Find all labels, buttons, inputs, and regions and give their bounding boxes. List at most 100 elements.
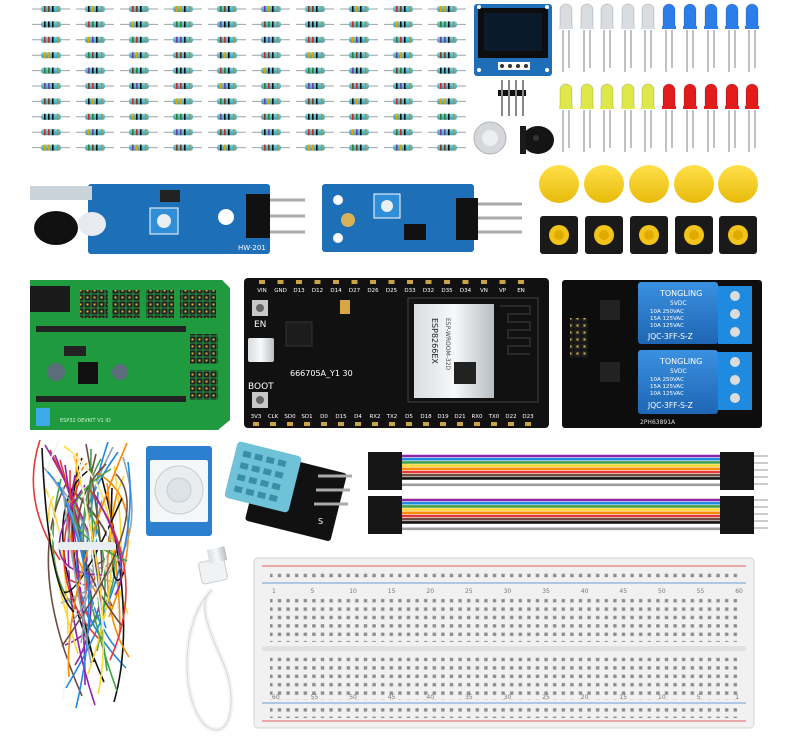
led [580,3,594,72]
esp32-pin-label: D14 [330,288,342,294]
led [745,83,759,152]
esp32-pin-label: D21 [454,414,465,420]
resistor [340,6,378,12]
jumper-wire [72,468,128,562]
resistor [208,144,246,151]
resistor [340,113,378,120]
breadboard-column-number: 60 [735,588,743,595]
esp32-pin [270,422,276,426]
esp32-pin-label: VP [499,288,507,294]
breadboard-column-number: 1 [272,588,276,595]
resistor [164,67,202,74]
pin-header [498,80,526,116]
tactile-switch [540,216,578,254]
resistor [340,36,378,43]
esp32-pin [425,280,432,284]
ir-obstacle-sensor: HW-201 [30,184,305,254]
esp32-pin [287,422,293,426]
breadboard-column-number: 20 [581,694,589,701]
esp32-pin [321,422,327,426]
usb-cable [184,546,234,733]
esp32-pin-label: D22 [505,414,516,420]
resistor [252,67,290,74]
relay2-rating-b: 15A 125VAC [650,384,684,390]
relay1-voltage: 5VDC [670,300,687,307]
resistor [32,144,70,151]
resistor [252,113,290,120]
esp32-pin [388,280,395,284]
shield-label: ESP32 DEVKIT V1 IO [60,418,111,424]
button-cap [674,165,714,203]
resistor [252,98,290,105]
led [600,83,614,152]
breadboard-column-number: 25 [465,588,473,595]
oled-display [474,4,552,76]
breadboard-column-number: 55 [697,588,705,595]
relay2-brand: TONGLING [659,357,702,366]
relay1-model: JQC-3FF-S-Z [647,332,693,341]
light-sensor-module [322,184,522,252]
tactile-switch [719,216,757,254]
resistor [296,21,334,28]
jumper-wire [63,479,101,641]
jumper-wire [94,494,123,596]
resistor [164,83,202,89]
resistor [164,36,202,43]
esp32-pin-label: D33 [404,288,416,294]
breadboard-column-number: 10 [349,588,357,595]
esp32-pin-label: D27 [349,288,361,294]
jumper-wire [41,447,75,613]
resistor [32,83,70,89]
resistor [296,83,334,89]
esp32-pin-label: GND [274,288,287,294]
resistor-grid [32,6,466,151]
button-cap [718,165,758,203]
breadboard-column-number: 45 [619,588,627,595]
resistor [164,52,202,59]
resistor [252,129,290,136]
resistor [76,6,114,12]
resistor [76,67,114,74]
resistor [164,6,202,12]
resistor [120,36,158,43]
jumper-wire [76,451,127,669]
resistor [32,129,70,136]
esp32-pin-label: TX2 [386,414,398,420]
esp32-pin-label: D12 [312,288,323,294]
resistor [76,98,114,105]
esp32-pin-label: 3V3 [251,414,262,420]
resistor [296,129,334,136]
resistor [252,144,290,151]
jumper-wire [78,460,104,630]
resistor [296,67,334,74]
esp32-pin-label: EN [517,288,525,294]
dht-pin-label: S [318,517,323,526]
ir-sensor-label: HW-201 [238,244,266,252]
led [641,3,655,72]
esp32-pin [314,280,321,284]
resistor [384,36,422,43]
resistor [252,36,290,43]
resistor [120,144,158,151]
button-cap [584,165,624,203]
esp32-pin [457,422,463,426]
breadboard-column-number: 10 [658,694,666,701]
resistor [76,129,114,136]
resistor [164,98,202,105]
resistor [340,52,378,59]
resistor [208,67,246,74]
led-set [559,3,759,152]
resistor [384,83,422,89]
esp32-pin-label: D23 [522,414,534,420]
resistor [208,21,246,28]
resistor [164,21,202,28]
resistor [32,67,70,74]
resistor [164,144,202,151]
resistor [32,52,70,59]
tactile-switch [675,216,713,254]
resistor [428,144,466,151]
resistor [340,83,378,89]
expansion-shield: ESP32 DEVKIT V1 IO [30,280,230,430]
esp32-pin-label: D19 [437,414,449,420]
esp32-pin-label: D26 [367,288,379,294]
